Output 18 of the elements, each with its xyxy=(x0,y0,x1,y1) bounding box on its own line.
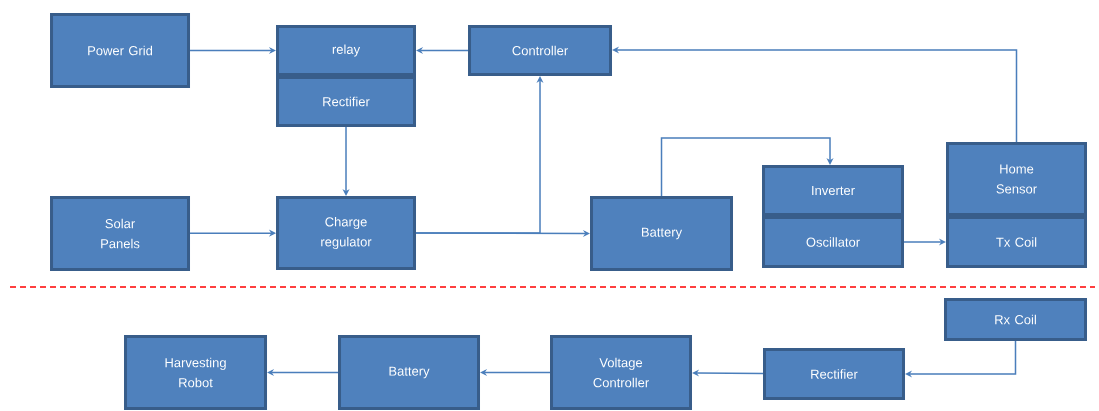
process-box: Rx Coil xyxy=(944,298,1087,341)
process-box: Controller xyxy=(468,25,612,76)
process-box: Harvesting Robot xyxy=(124,335,267,410)
process-box: Charge regulator xyxy=(276,196,416,270)
arrow xyxy=(660,137,834,197)
process-box: Rectifier xyxy=(276,76,416,127)
process-box: Solar Panels xyxy=(50,196,190,271)
process-box: Battery xyxy=(338,335,480,410)
process-box: Voltage Controller xyxy=(550,335,692,410)
arrow xyxy=(905,340,1017,378)
process-box: Oscillator xyxy=(762,216,904,268)
process-box: relay xyxy=(276,25,416,76)
process-box: Tx Coil xyxy=(946,216,1087,268)
process-box: Home Sensor xyxy=(946,142,1087,216)
process-box: Inverter xyxy=(762,165,904,216)
process-box: Power Grid xyxy=(50,13,190,88)
process-box: Battery xyxy=(590,196,733,271)
process-box: Rectifier xyxy=(763,348,905,400)
